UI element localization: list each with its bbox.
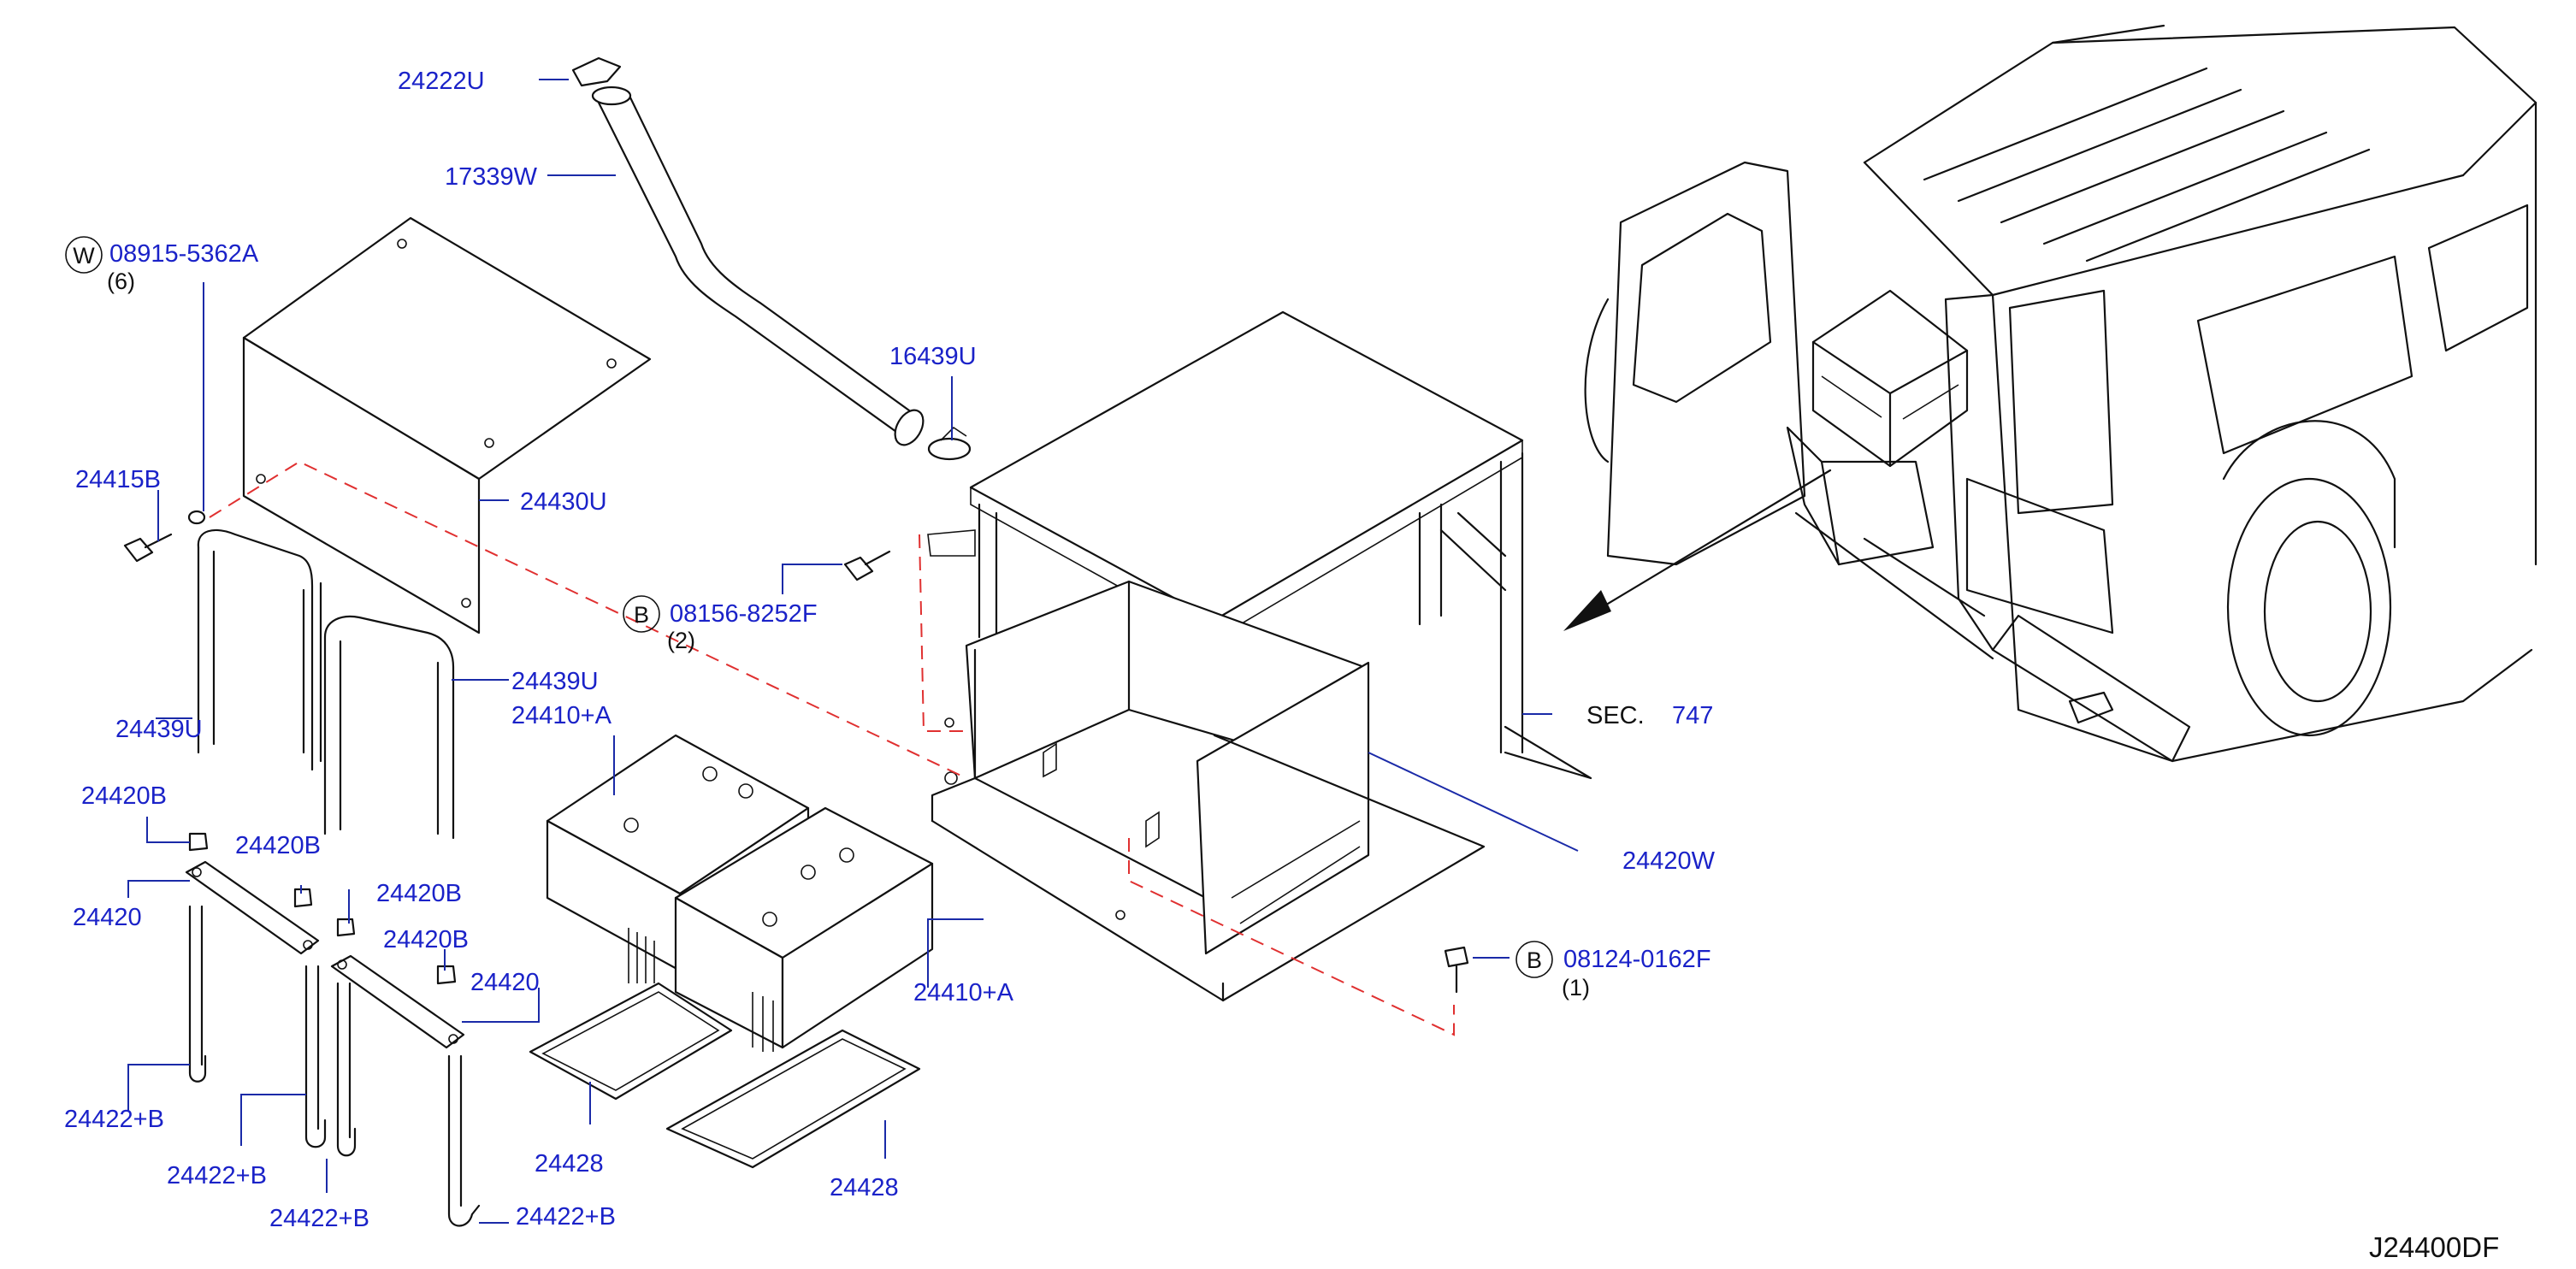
label-bolt-b1: 08156-8252F [670, 600, 818, 628]
label-tray-right: 24428 [830, 1174, 899, 1201]
label-nut-1: 24420B [81, 782, 167, 810]
label-rod-2: 24422+B [167, 1162, 267, 1189]
straps-illustration [197, 528, 455, 840]
label-bolt-b1-qty: (2) [667, 628, 695, 653]
label-strap-right: 24439U [511, 668, 599, 695]
label-washer: 08915-5362A [109, 240, 259, 268]
label-bracket-right: 24420 [470, 969, 540, 996]
label-bolt-b2-qty: (1) [1562, 975, 1590, 1000]
label-hose-clamp: 16439U [889, 343, 977, 370]
label-nut-3: 24420B [376, 880, 462, 907]
trays-illustration [529, 982, 921, 1169]
label-washer-qty: (6) [107, 269, 135, 294]
badge-bolt-b1-circle [623, 595, 660, 633]
label-hose: 17339W [445, 163, 538, 191]
label-bolt-small: 24415B [75, 466, 161, 493]
cover-illustration [242, 216, 652, 634]
hose-illustration [571, 56, 972, 461]
badge-bolt-b2-letter: B [1527, 947, 1542, 973]
callout-labels: 24222U 17339W W 08915-5362A (6) 16439U 2… [64, 68, 1716, 1232]
label-battery-top: 24410+A [511, 702, 612, 729]
label-battery-bottom: 24410+A [913, 979, 1014, 1006]
label-nut-2: 24420B [235, 832, 321, 859]
sec-prefix: SEC. [1586, 702, 1645, 729]
label-cover: 24430U [520, 488, 607, 516]
badge-washer-circle [65, 236, 103, 274]
leader-lines [127, 79, 1579, 1224]
direction-arrow [1563, 469, 1832, 631]
label-bracket-left: 24420 [73, 904, 142, 931]
badge-bolt-b1-letter: B [634, 602, 649, 628]
label-tray-left: 24428 [535, 1150, 604, 1178]
vehicle-illustration [1584, 24, 2538, 763]
alignment-lines [209, 460, 1455, 1036]
label-rod-3: 24422+B [269, 1205, 369, 1232]
label-bolt-b2: 08124-0162F [1563, 946, 1711, 973]
sec-number: 747 [1672, 702, 1713, 729]
diagram-code: J24400DF [2369, 1231, 2499, 1263]
label-rod-4: 24422+B [516, 1203, 616, 1231]
hold-down-illustration [185, 860, 481, 1227]
label-nut-4: 24420B [383, 926, 469, 953]
label-rod-1: 24422+B [64, 1106, 164, 1133]
badge-bolt-b2-circle [1515, 941, 1553, 978]
label-clamp-top: 24222U [398, 68, 485, 95]
label-battery-box: 24420W [1622, 847, 1716, 875]
badge-washer-letter: W [73, 243, 95, 269]
label-strap-left: 24439U [115, 716, 203, 743]
batteries-illustration [546, 734, 934, 1052]
fasteners-illustration [123, 510, 1469, 994]
battery-box-illustration [927, 310, 1592, 1002]
